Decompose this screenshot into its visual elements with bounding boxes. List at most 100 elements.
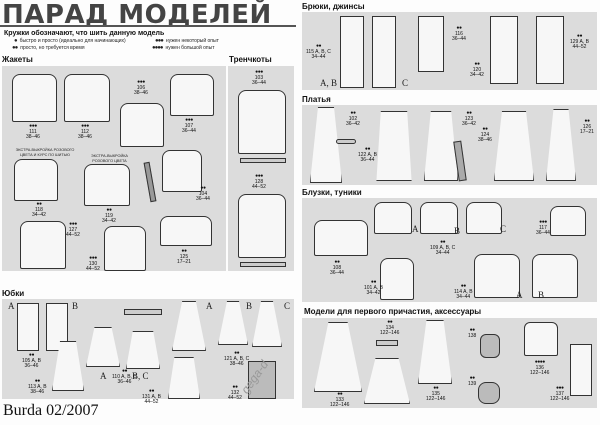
trenchcoat-illustration — [238, 194, 286, 258]
dress-illustration — [310, 107, 342, 183]
sash-illustration — [124, 309, 162, 315]
trousers-illustration — [570, 344, 592, 396]
jacket-illustration — [524, 322, 558, 356]
jacket-illustration — [12, 74, 57, 122]
sash-illustration — [376, 340, 398, 346]
jacket-illustration — [84, 164, 130, 206]
dress-illustration — [376, 111, 412, 181]
belt-illustration — [143, 161, 157, 203]
belt-illustration — [240, 262, 286, 267]
jacket-illustration — [160, 216, 212, 246]
difficulty-dots-icon: ●●●● — [152, 45, 163, 51]
section-title-communion: Модели для первого причастия, аксессуары — [304, 307, 482, 316]
trenchcoat-illustration — [238, 90, 286, 154]
blouse-illustration — [374, 202, 412, 234]
tunic-illustration — [532, 254, 578, 298]
difficulty-dots-icon: ● — [14, 38, 18, 44]
trousers-illustration — [418, 16, 444, 72]
trousers-illustration — [372, 16, 396, 88]
skirt-illustration — [248, 361, 276, 399]
dress-illustration — [494, 111, 534, 181]
extra-pattern-note: ЭКСТРА-ВЫКРОЙКА РОЗОВОГО ЦВЕТА — [91, 154, 128, 163]
difficulty-dots-icon: ●● — [12, 45, 18, 51]
section-title-dresses: Платья — [302, 95, 331, 104]
trousers-illustration — [490, 16, 518, 84]
legend-item: ●●●●нужен большой опыт — [152, 45, 215, 51]
model-label: ●●138 — [468, 327, 477, 339]
skirt-illustration — [364, 358, 410, 404]
communion-dress-illustration — [418, 320, 452, 384]
skirt-illustration — [172, 301, 206, 351]
jackets-panel: ЭКСТРА-ВЫКРОЙКА РОЗОВОГО ЦВЕТА И КУРС ПО… — [2, 66, 226, 272]
difficulty-dots-icon: ●●● — [155, 38, 164, 44]
belt-illustration — [240, 158, 286, 163]
skirt-illustration — [168, 357, 200, 399]
blouse-illustration — [466, 202, 502, 234]
blouse-illustration — [420, 202, 458, 234]
legend-item: ●●●нужен некоторый опыт — [155, 38, 219, 44]
bag-illustration — [480, 334, 500, 358]
legend-item: ●●просто, но требуется время — [12, 45, 85, 51]
section-title-jackets: Жакеты — [2, 55, 33, 64]
jacket-illustration — [120, 103, 164, 147]
jacket-illustration — [170, 74, 214, 116]
bag-illustration — [478, 382, 500, 404]
skirt-illustration — [252, 301, 282, 347]
skirt-illustration — [86, 327, 120, 367]
skirt-illustration — [17, 303, 39, 351]
dress-illustration — [546, 109, 576, 181]
skirt-illustration — [46, 303, 68, 351]
section-title-trenchcoats: Тренчкоты — [229, 55, 272, 64]
title-underline — [0, 25, 296, 27]
belt-illustration — [336, 139, 356, 144]
extra-pattern-note: ЭКСТРА-ВЫКРОЙКА РОЗОВОГО ЦВЕТА И КУРС ПО… — [15, 148, 75, 157]
model-label: ●●139 — [468, 375, 477, 387]
tunic-illustration — [474, 254, 520, 298]
legend-item: ●быстро и просто (идеально для начинающи… — [14, 38, 126, 44]
communion-dress-illustration — [314, 322, 362, 392]
jacket-illustration — [64, 74, 110, 122]
section-title-skirts: Юбки — [2, 289, 25, 298]
magazine-issue: Burda 02/2007 — [3, 402, 99, 419]
section-title-trousers: Брюки, джинсы — [302, 2, 365, 11]
jacket-illustration — [14, 159, 58, 201]
legend-heading: Кружки обозначают, что шить данную модел… — [4, 30, 165, 37]
trousers-illustration — [340, 16, 364, 88]
trousers-illustration — [536, 16, 564, 84]
blouse-illustration — [314, 220, 368, 256]
skirt-illustration — [218, 301, 248, 345]
